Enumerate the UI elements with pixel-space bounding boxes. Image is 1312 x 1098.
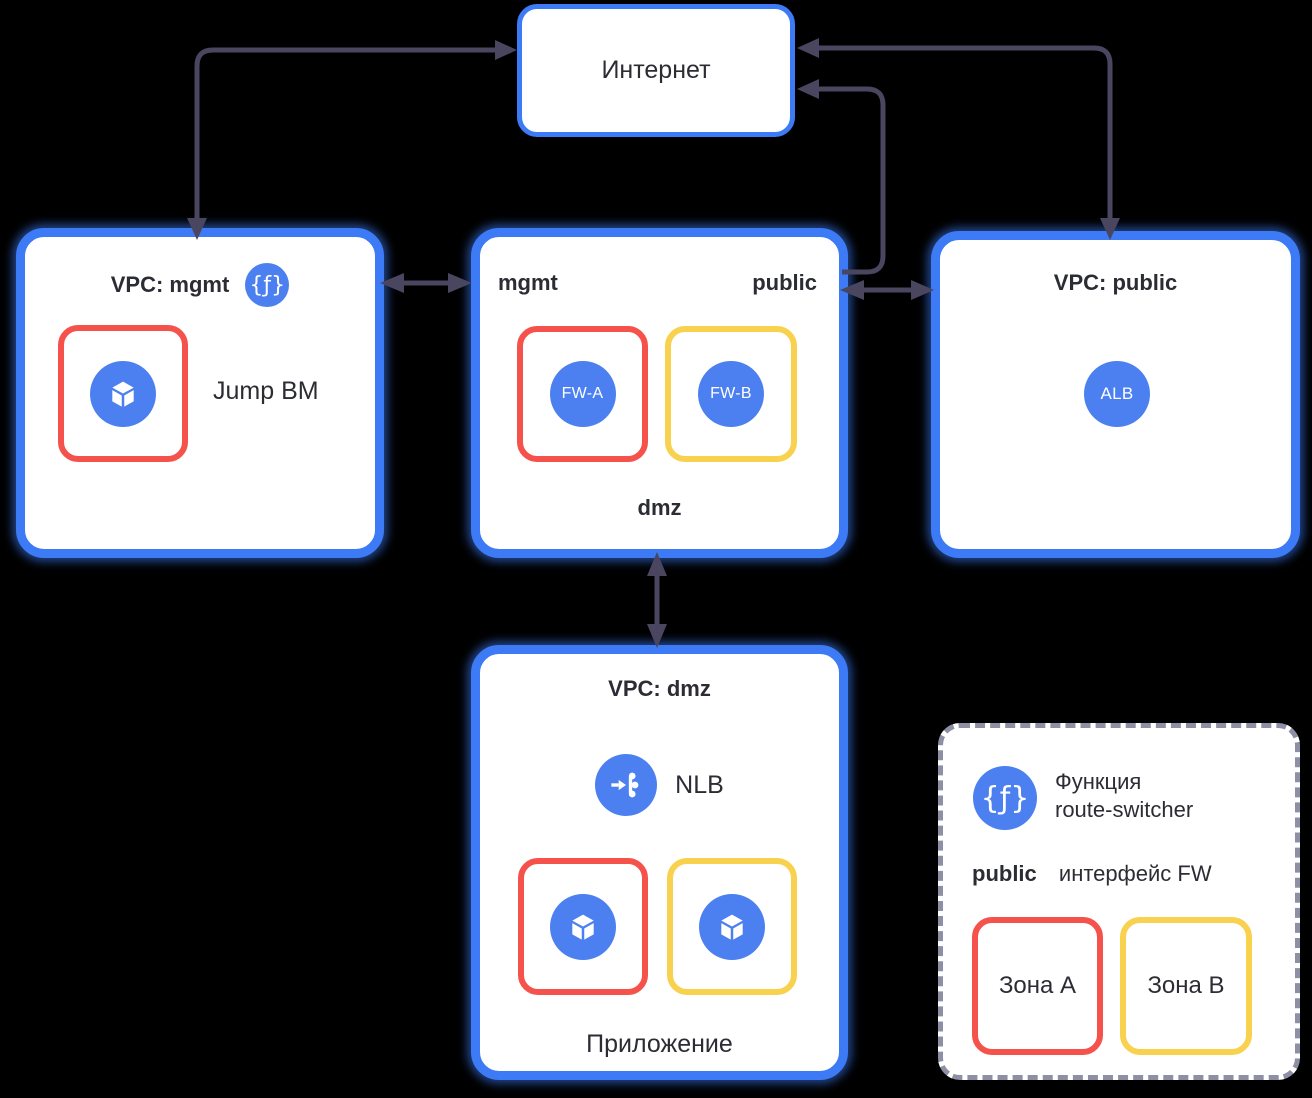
jump-vm-label: Jump BM — [213, 377, 319, 405]
vpc-dmz-title: VPC: dmz — [608, 676, 711, 701]
vpc-public-title: VPC: public — [1053, 270, 1178, 295]
arrow-fw-vpcpublic — [840, 280, 934, 300]
nlb-label: NLB — [675, 770, 724, 799]
app-label: Приложение — [586, 1030, 733, 1058]
app-b-card — [667, 858, 797, 995]
vpc-dmz-header: VPC: dmz — [480, 676, 839, 702]
fw-a-badge: FW-A — [549, 361, 616, 427]
zone-a-card: Зона A — [972, 917, 1103, 1055]
fw-group-label-mgmt: mgmt — [498, 270, 558, 295]
fw-a-card: FW-A — [517, 326, 648, 462]
legend-interface-row: public интерфейс FW — [972, 860, 1212, 888]
vpc-public-header: VPC: public — [940, 270, 1291, 296]
fw-group-label-dmz: dmz — [637, 495, 682, 520]
arrow-mgmt-fw — [380, 273, 472, 293]
fw-b-card: FW-B — [665, 326, 797, 462]
alb-badge: ALB — [1084, 361, 1150, 427]
internet-box: Интернет — [517, 4, 795, 137]
internet-label: Интернет — [601, 56, 711, 84]
arrow-internet-public — [797, 38, 1120, 240]
legend-function-line1: Функция — [1055, 769, 1142, 794]
vpc-mgmt-box: VPC: mgmt {ƒ} Jump BM — [16, 228, 384, 558]
vm-cube-icon — [699, 893, 765, 960]
fw-group-box: mgmt public FW-A FW-B dmz — [471, 228, 848, 558]
function-icon: {ƒ} — [245, 263, 290, 307]
jump-vm-card — [58, 325, 188, 462]
vpc-mgmt-header: VPC: mgmt {ƒ} — [25, 263, 375, 307]
legend-function-icon: {ƒ} — [973, 766, 1037, 830]
nlb-row: NLB — [480, 754, 839, 816]
legend-interface-label: интерфейс FW — [1058, 861, 1212, 886]
legend-box: {ƒ} Функция route-switcher public интерф… — [938, 723, 1300, 1080]
vpc-dmz-box: VPC: dmz NLB — [471, 645, 848, 1080]
vm-cube-icon — [90, 360, 156, 427]
arrow-fw-dmz — [647, 552, 667, 648]
app-a-card — [518, 858, 648, 995]
arrow-internet-mgmt — [187, 40, 517, 240]
vpc-public-box: VPC: public ALB — [931, 231, 1300, 558]
legend-function-text: Функция route-switcher — [1055, 768, 1193, 824]
legend-function-line2: route-switcher — [1055, 797, 1194, 822]
fw-b-badge: FW-B — [698, 361, 764, 427]
legend-public-label: public — [972, 861, 1037, 886]
vm-cube-icon — [550, 893, 616, 960]
fw-group-label-public: public — [752, 270, 817, 295]
zone-a-label: Зона A — [998, 972, 1077, 999]
zone-b-label: Зона B — [1147, 972, 1225, 999]
vpc-mgmt-title: VPC: mgmt — [110, 272, 230, 297]
zone-b-card: Зона B — [1120, 917, 1252, 1055]
nlb-icon — [595, 754, 658, 816]
